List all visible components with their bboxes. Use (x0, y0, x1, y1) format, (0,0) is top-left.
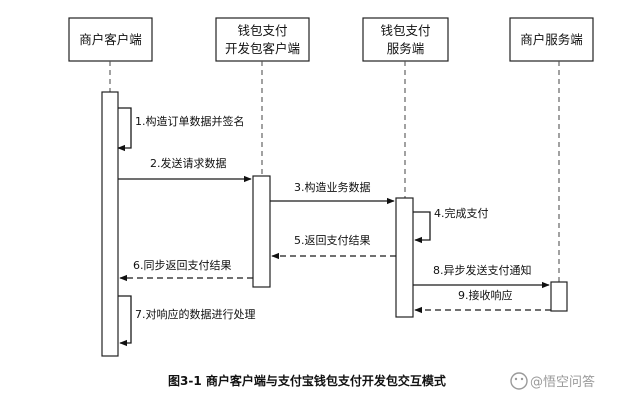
message-label: 2.发送请求数据 (150, 156, 227, 170)
message-label: 7.对响应的数据进行处理 (135, 307, 256, 321)
message-label: 9.接收响应 (458, 288, 513, 302)
message-6: 6.同步返回支付结果 (119, 259, 253, 282)
message-label: 8.异步发送支付通知 (433, 263, 532, 277)
activation-wallet-sdk-client (252, 175, 271, 288)
activation-wallet-server (395, 197, 414, 318)
message-2: 2.发送请求数据 (118, 156, 252, 183)
participant-label-line2: 开发包客户端 (225, 41, 300, 56)
message-label: 6.同步返回支付结果 (133, 259, 232, 272)
participant-label: 商户客户端 (79, 32, 142, 47)
message-1: 1.构造订单数据并签名 (117, 107, 245, 152)
activation-merchant-server (550, 281, 568, 312)
watermark-logo: @悟空问答 (510, 372, 595, 390)
participant-label-line1: 钱包支付 (380, 23, 430, 38)
message-7: 7.对响应的数据进行处理 (118, 295, 256, 347)
message-label: 4.完成支付 (434, 206, 489, 220)
participant-label: 商户服务端 (520, 32, 583, 47)
participant-merchant-server: 商户服务端 (509, 17, 594, 62)
message-label: 3.构造业务数据 (294, 180, 371, 194)
message-9: 9.接收响应 (414, 288, 551, 314)
message-label: 1.构造订单数据并签名 (135, 114, 245, 128)
message-3: 3.构造业务数据 (270, 180, 395, 205)
activation-merchant-client (101, 91, 119, 357)
message-label: 5.返回支付结果 (294, 234, 371, 247)
watermark-text: @悟空问答 (530, 374, 595, 390)
participant-label-line2: 服务端 (387, 41, 425, 56)
figure-caption: 图3-1 商户客户端与支付宝钱包支付开发包交互模式 (168, 373, 446, 388)
message-5: 5.返回支付结果 (271, 234, 396, 260)
message-4: 4.完成支付 (413, 206, 489, 244)
participant-label-line1: 钱包支付 (237, 23, 287, 38)
participant-wallet-sdk-client: 钱包支付 开发包客户端 (215, 17, 310, 62)
participant-merchant-client: 商户客户端 (68, 17, 153, 62)
message-8: 8.异步发送支付通知 (413, 263, 550, 289)
participant-wallet-server: 钱包支付 服务端 (362, 17, 449, 62)
